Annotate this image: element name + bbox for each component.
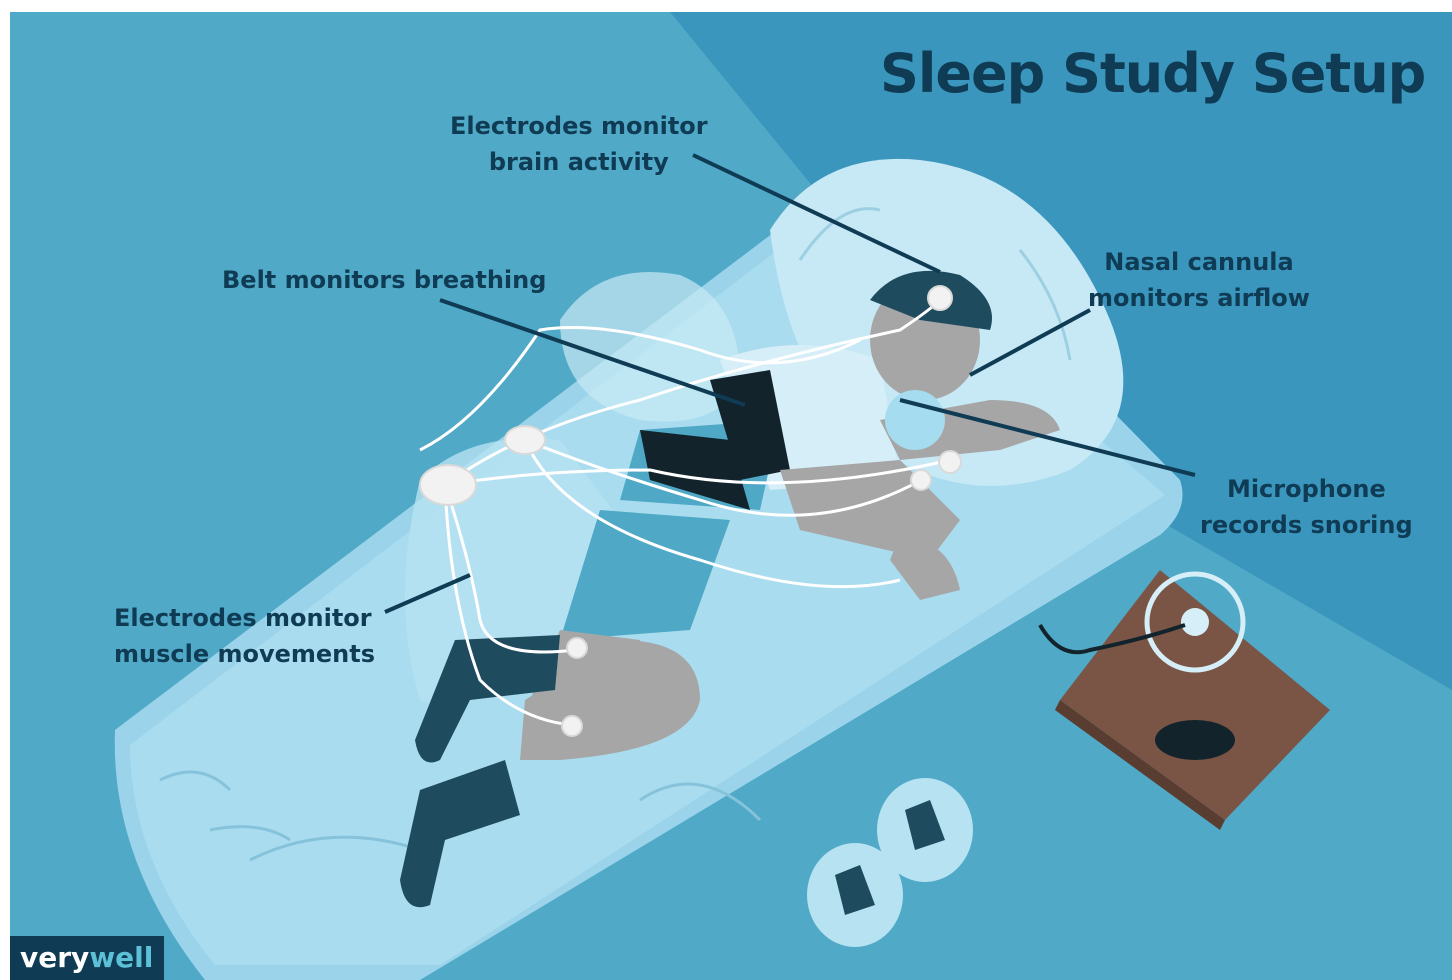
logo-part-well: well [89, 941, 153, 974]
label-belt-line-1: Belt monitors breathing [222, 262, 546, 298]
label-nasal-line-1: Nasal cannula [1088, 244, 1310, 280]
diagram-title: Sleep Study Setup [880, 42, 1400, 105]
label-microphone-line-2: records snoring [1200, 507, 1413, 543]
label-nasal-cannula: Nasal cannula monitors airflow [1088, 244, 1310, 316]
logo-part-very: very [20, 941, 89, 974]
label-microphone: Microphone records snoring [1200, 471, 1413, 543]
label-brain-line-2: brain activity [450, 144, 708, 180]
label-belt: Belt monitors breathing [222, 262, 546, 298]
label-muscle-electrodes: Electrodes monitor muscle movements [114, 600, 375, 672]
verywell-logo: verywell [10, 936, 164, 980]
label-brain-electrodes: Electrodes monitor brain activity [450, 108, 708, 180]
label-muscle-line-1: Electrodes monitor [114, 600, 375, 636]
label-microphone-line-1: Microphone [1200, 471, 1413, 507]
label-brain-line-1: Electrodes monitor [450, 108, 708, 144]
label-nasal-line-2: monitors airflow [1088, 280, 1310, 316]
label-muscle-line-2: muscle movements [114, 636, 375, 672]
